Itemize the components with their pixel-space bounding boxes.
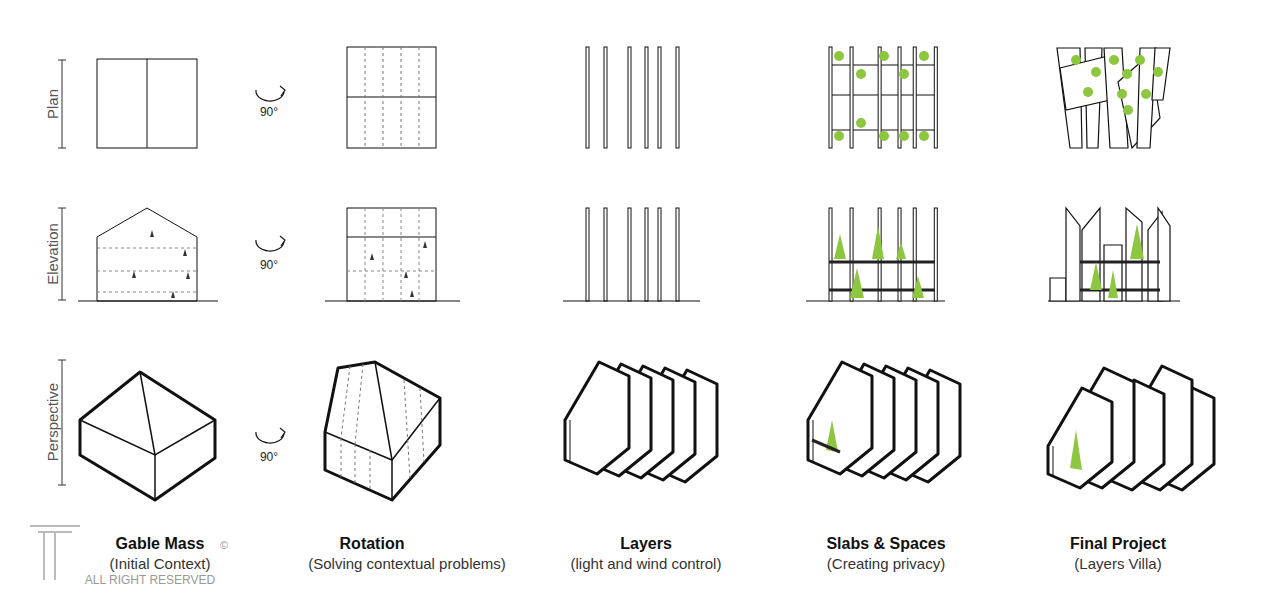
layer-wall [913,47,916,148]
layer-wall [676,208,679,301]
layer-wall [934,208,937,301]
step-title: Gable Mass [116,535,205,553]
step-subtitle: (Layers Villa) [1074,555,1161,572]
layer-wall [628,47,631,148]
step-subtitle: (light and wind control) [571,555,722,572]
step-subtitle: (Initial Context) [110,555,211,572]
step-subtitle: (Solving contextual problems) [308,555,506,572]
step-title: Layers [620,535,672,553]
layer-wall [628,208,631,301]
layer-wall [604,47,607,148]
step-title: Final Project [1070,535,1166,553]
angle-label: 90° [260,258,278,272]
slab-edge [1053,446,1054,476]
angle-label: 90° [260,450,278,464]
row-label: Plan [44,89,61,119]
tree [1070,430,1082,470]
layer-wall [645,47,648,148]
layer-wall [658,47,661,148]
watermark: ALL RIGHT RESERVED [85,573,216,587]
slab-edge [570,420,571,462]
layer-wall [829,47,832,148]
step-title: Rotation [340,535,405,553]
layer-slab [808,362,872,474]
step-subtitle: (Creating privacy) [827,555,945,572]
layer-wall [829,208,832,301]
layer-wall [658,208,661,301]
layer-wall [586,47,589,148]
step-title: Slabs & Spaces [826,535,945,553]
layer-wall [586,208,589,301]
row-label: Elevation [44,223,61,285]
angle-label: 90° [260,105,278,119]
floor-slab [812,440,840,452]
row-label: Perspective [44,383,61,461]
layer-wall [850,47,853,148]
layer-slab [565,362,629,474]
watermark: © [220,539,228,551]
layer-slab [1048,388,1112,488]
layer-wall [676,47,679,148]
layer-wall [604,208,607,301]
layer-wall [934,47,937,148]
layer-wall [645,208,648,301]
